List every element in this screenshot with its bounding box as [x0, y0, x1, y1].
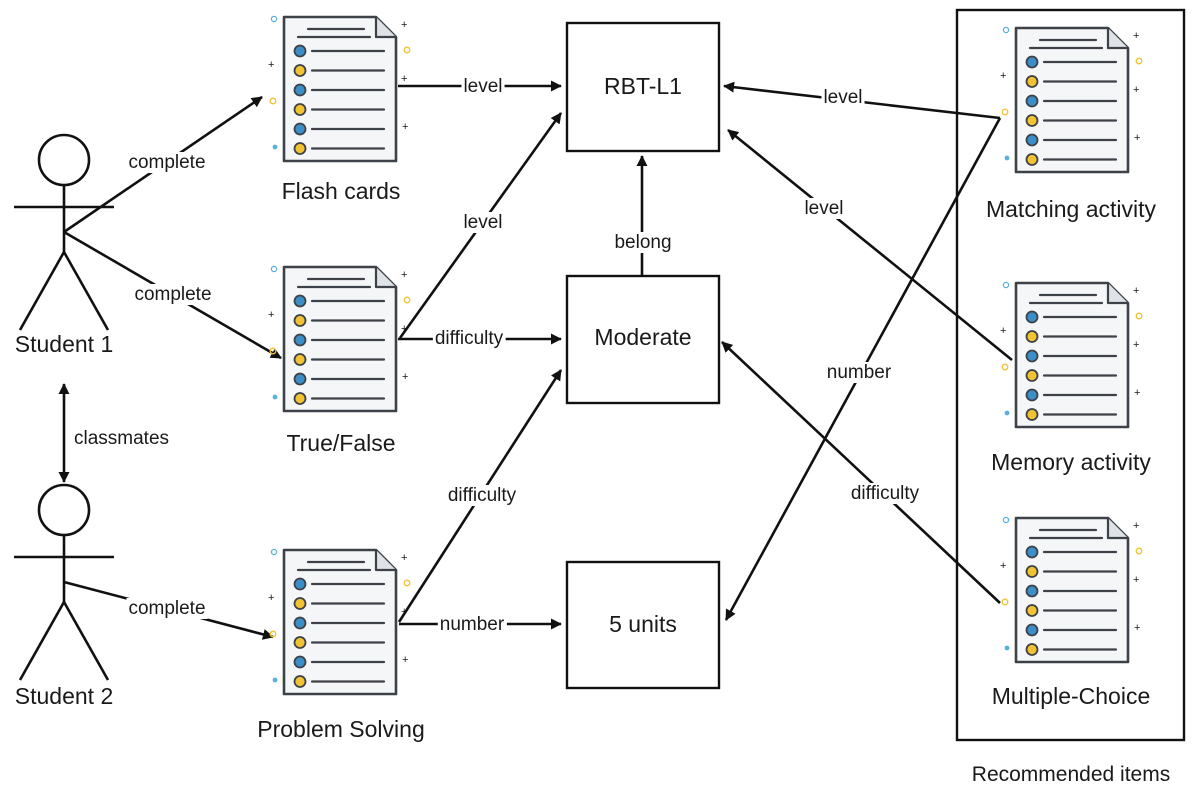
edge-label-truefalse-moderate: difficulty: [435, 328, 504, 349]
edge-label-problem-moderate: difficulty: [448, 485, 517, 506]
edge-label-background: [821, 87, 865, 108]
edge-label-background: [824, 362, 894, 383]
svg-text:+: +: [1133, 339, 1139, 351]
edge-label-background: [437, 614, 507, 635]
edge-label-s1-truefalse: complete: [134, 284, 211, 305]
edge-label-s2-problem: complete: [128, 598, 205, 619]
box-moderate: Moderate: [565, 274, 721, 405]
matching-activity-document-icon: + + + +: [1000, 26, 1143, 174]
svg-text:+: +: [1134, 132, 1140, 144]
svg-text:+: +: [401, 269, 407, 281]
student-1-label: Student 1: [15, 331, 113, 357]
memory-activity-label: Memory activity: [991, 449, 1151, 475]
svg-text:+: +: [401, 73, 407, 85]
svg-text:+: +: [401, 552, 407, 564]
edge-label-moderate-rbt: belong: [614, 232, 671, 253]
edge-memory-rbt: [727, 128, 1013, 362]
edge-label-s1-flash: complete: [128, 152, 205, 173]
edge-label-background: [126, 152, 208, 173]
edge-multiplechoice-moderate: [721, 341, 1001, 604]
edge-label-background: [612, 232, 674, 253]
memory-activity-document-icon: + + + +: [1000, 281, 1143, 429]
box-rbt-l1: RBT-L1: [565, 21, 721, 153]
svg-text:+: +: [402, 121, 408, 133]
svg-text:+: +: [402, 371, 408, 383]
true-false-label: True/False: [286, 430, 395, 456]
svg-text:+: +: [1134, 622, 1140, 634]
flash-cards-document-icon: + + + +: [268, 15, 411, 163]
problem-solving-document-icon: + + + +: [268, 548, 411, 696]
recommended-items-label: Recommended items: [972, 763, 1170, 786]
svg-text:+: +: [1133, 84, 1139, 96]
svg-text:+: +: [1133, 30, 1139, 42]
box-five-units: 5 units: [565, 560, 721, 690]
svg-text:+: +: [401, 323, 407, 335]
edge-label-classmates: classmates: [74, 428, 169, 449]
svg-text:+: +: [401, 606, 407, 618]
svg-text:+: +: [268, 592, 274, 604]
student-1-head: [37, 133, 91, 187]
svg-text:+: +: [1000, 560, 1006, 572]
edge-label-background: [126, 598, 208, 619]
svg-text:+: +: [1000, 325, 1006, 337]
edge-label-background: [445, 485, 519, 506]
student-2-head: [37, 483, 91, 537]
matching-activity-label: Matching activity: [986, 196, 1157, 222]
svg-text:+: +: [1000, 70, 1006, 82]
box-five-units-label: 5 units: [609, 611, 677, 637]
flash-cards-label: Flash cards: [282, 178, 401, 204]
svg-text:+: +: [1134, 387, 1140, 399]
edge-label-matching-rbt: level: [823, 87, 862, 108]
true-false-document-icon: + + + +: [268, 265, 411, 413]
multiple-choice-document-icon: + + + +: [1000, 516, 1143, 664]
box-moderate-label: Moderate: [594, 324, 691, 350]
edge-label-problem-units: number: [440, 614, 505, 635]
edge-label-multiplechoice-moderate: difficulty: [851, 483, 920, 504]
recommended-items-group: Recommended items: [955, 8, 1186, 786]
edge-label-background: [802, 198, 846, 219]
edge-labels: complete complete classmates complete le…: [72, 76, 922, 635]
svg-text:+: +: [1133, 520, 1139, 532]
problem-solving-label: Problem Solving: [257, 716, 424, 742]
svg-text:+: +: [268, 309, 274, 321]
multiple-choice-label: Multiple-Choice: [992, 683, 1151, 709]
edge-label-flash-rbt: level: [463, 76, 502, 97]
edge-label-matching-units: number: [827, 362, 892, 383]
student-2-label: Student 2: [15, 683, 113, 709]
edge-label-background: [461, 76, 505, 97]
student-1-figure: Student 1: [14, 133, 114, 357]
edge-label-background: [848, 483, 922, 504]
svg-text:+: +: [1133, 574, 1139, 586]
svg-text:+: +: [1133, 285, 1139, 297]
edge-label-background: [461, 212, 505, 233]
edge-label-memory-rbt: level: [804, 198, 843, 219]
svg-text:+: +: [402, 654, 408, 666]
edge-label-background: [72, 428, 172, 449]
box-rbt-l1-label: RBT-L1: [604, 73, 682, 99]
edge-label-background: [132, 284, 214, 305]
svg-text:+: +: [268, 59, 274, 71]
edge-label-background: [432, 328, 506, 349]
edge-label-truefalse-rbt: level: [463, 212, 502, 233]
svg-text:+: +: [401, 19, 407, 31]
student-2-figure: Student 2: [14, 483, 114, 709]
